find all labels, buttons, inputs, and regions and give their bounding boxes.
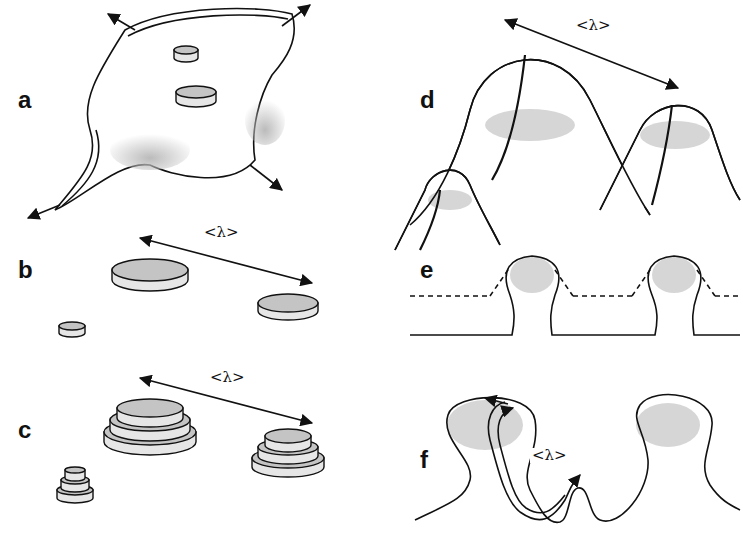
disk-top xyxy=(65,467,85,473)
disk-top xyxy=(265,429,311,443)
panel-letter: e xyxy=(420,258,433,282)
disk-top xyxy=(59,322,85,330)
panel-letter: b xyxy=(18,258,33,282)
panel-letter: d xyxy=(420,88,435,112)
wavelength-label: <λ> xyxy=(530,448,569,463)
disk-top xyxy=(112,259,188,281)
panel-letter: f xyxy=(420,448,428,472)
wavelength-label: <λ> xyxy=(574,18,613,33)
disk-top xyxy=(258,294,318,312)
disk-top xyxy=(176,86,216,98)
wavelength-label: <λ> xyxy=(202,225,241,240)
disk-top xyxy=(174,46,198,54)
disk-top xyxy=(117,399,183,417)
panel-letter: a xyxy=(18,88,31,112)
wavelength-label: <λ> xyxy=(208,370,247,385)
panel-letter: c xyxy=(18,418,31,442)
